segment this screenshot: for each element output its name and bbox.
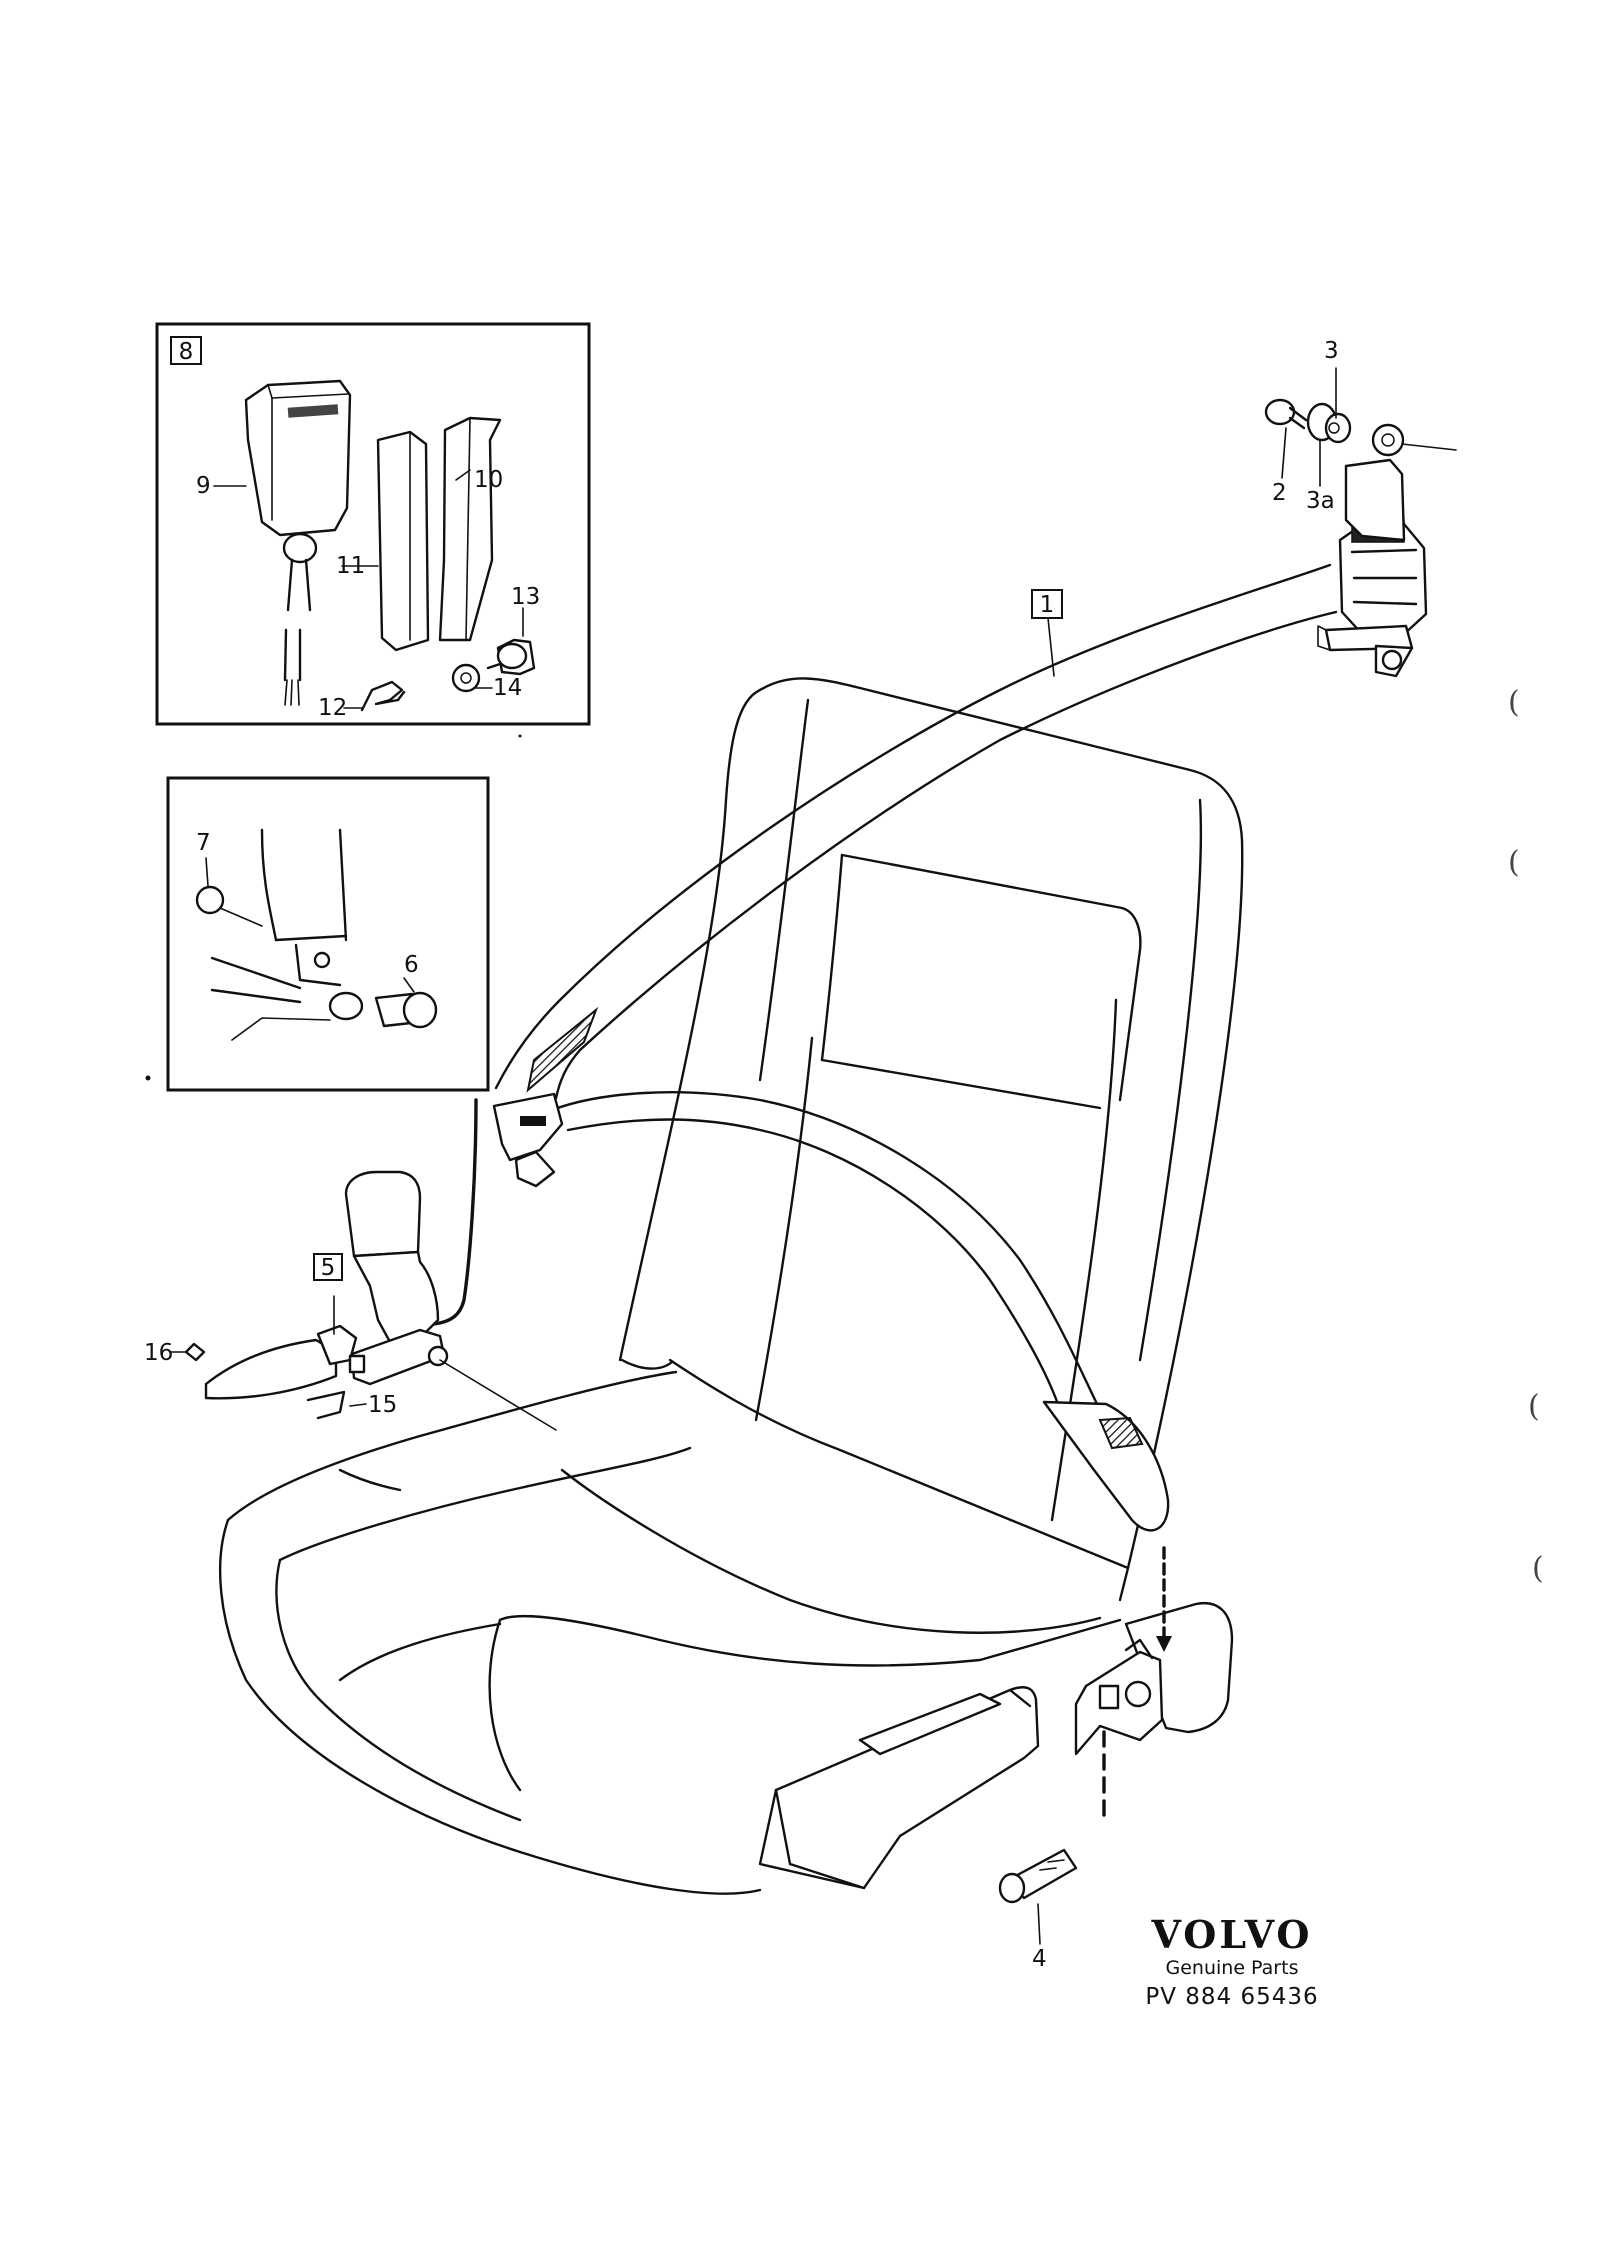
callout-box-1: [1031, 589, 1063, 619]
lower-anchor: [1074, 1601, 1234, 1756]
spring-clip-part: [360, 680, 406, 712]
callout-label-16: 16: [144, 1340, 173, 1366]
cover-strip-part: [376, 430, 430, 652]
margin-mark-3: (: [1528, 1389, 1540, 1424]
callout-label-14: 14: [493, 675, 522, 701]
callout-label-3a: 3a: [1306, 488, 1335, 514]
genuine-parts-label: Genuine Parts: [1166, 1957, 1299, 1979]
callout-box-5: [313, 1253, 343, 1281]
callout-label-3: 3: [1324, 338, 1339, 364]
mounting-washer-part: [1371, 423, 1405, 457]
margin-mark-2: (: [1508, 845, 1520, 880]
callout-label-6: 6: [404, 952, 419, 978]
lower-bolt-part: [998, 1848, 1078, 1904]
brand-block: VOLVO Genuine Parts PV 884 65436: [1145, 1912, 1318, 2010]
callout-label-10: 10: [474, 467, 503, 493]
pin-part: [328, 977, 438, 1029]
lock-washer-part: [451, 663, 481, 693]
callout-label-13: 13: [511, 584, 540, 610]
margin-mark-1: (: [1508, 685, 1520, 720]
buckle-assembly: 5 16 15: [144, 1098, 557, 1431]
latch-plate: [492, 1092, 564, 1188]
callout-label-11: 11: [336, 553, 365, 579]
belt-webbing: [492, 563, 1338, 1532]
inset-frame-pin: [166, 776, 490, 1092]
callout-label-5: 5: [321, 1255, 336, 1281]
callout-label-15: 15: [368, 1392, 397, 1418]
clip-part: [195, 885, 225, 915]
callout-label-1: 1: [1040, 592, 1055, 618]
seat-illustration: 4: [218, 677, 1244, 1972]
upper-washer-part: [1306, 402, 1352, 444]
inset-buckle-parts: 8: [155, 322, 591, 726]
inset-pin-mount: 7 6: [166, 776, 490, 1092]
margin-mark-4: (: [1532, 1551, 1544, 1586]
callout-box-8: [170, 336, 202, 365]
belt-retractor: 3 2 3a: [1264, 338, 1457, 678]
cover-plate-part: [438, 416, 502, 642]
callout-label-4: 4: [1032, 1946, 1047, 1972]
callout-label-9: 9: [196, 473, 211, 499]
stud-part: [486, 638, 536, 676]
upper-bolt-part: [1264, 398, 1308, 430]
part-reference: PV 884 65436: [1145, 1984, 1318, 2010]
seat-side-trim: [758, 1686, 1040, 1890]
buckle-cover-part: [244, 379, 352, 706]
callout-label-2: 2: [1272, 480, 1287, 506]
inset-frame-8: [155, 322, 591, 726]
callout-label-12: 12: [318, 695, 347, 721]
volvo-logo: VOLVO: [1150, 1912, 1312, 1957]
callout-label-8: 8: [179, 339, 194, 365]
callout-label-7: 7: [196, 830, 211, 856]
